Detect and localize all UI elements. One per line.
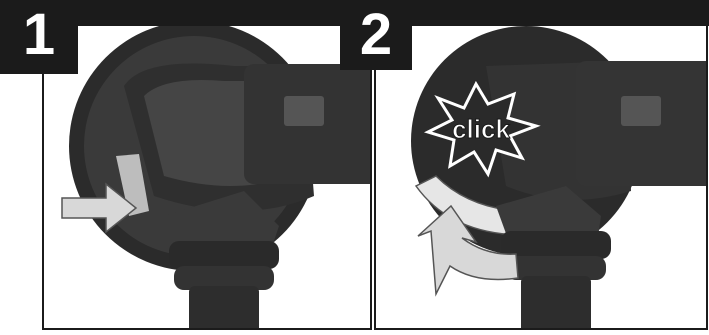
handle-ring-1 [501, 231, 611, 259]
click-callout: click [452, 114, 510, 144]
handle-grip [521, 276, 591, 330]
step-2-panel: click [374, 24, 708, 330]
step-1-badge: 1 [0, 0, 78, 74]
step-2-illustration: click [376, 26, 708, 330]
motor-switch [621, 96, 661, 126]
step-1-illustration [44, 26, 372, 330]
handle-grip [189, 286, 259, 330]
step-1-panel [42, 24, 372, 330]
handle-ring-1 [169, 241, 279, 269]
motor-switch [284, 96, 324, 126]
step-2-badge: 2 [340, 0, 412, 70]
